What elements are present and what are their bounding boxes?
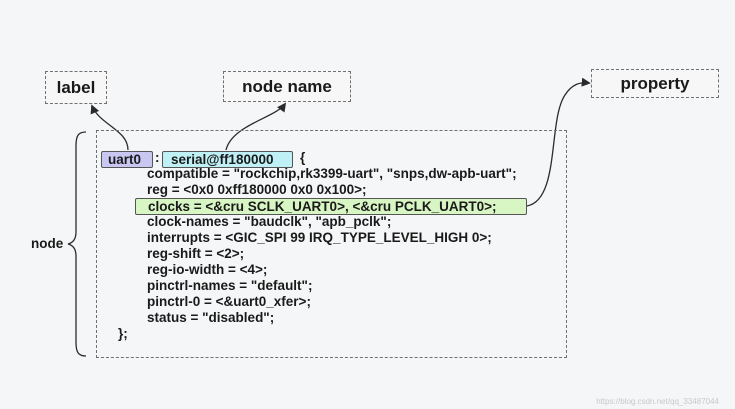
code-line-reg: reg = <0x0 0xff180000 0x0 0x100>; [147,182,367,197]
node-label: node [31,236,64,251]
label-arrow [90,104,129,151]
open-brace: { [300,150,306,165]
close-brace: }; [118,326,128,341]
node-code-block [96,130,567,358]
label-colon: : [155,150,160,165]
code-line-clocks: clocks = <&cru SCLK_UART0>, <&cru PCLK_U… [135,198,527,215]
code-line-interrupts: interrupts = <GIC_SPI 99 IRQ_TYPE_LEVEL_… [147,230,492,245]
node-name-callout: node name [223,71,351,102]
label-token: uart0 [101,151,153,168]
property-callout: property [591,69,719,98]
code-line-reg-io-width: reg-io-width = <4>; [147,262,268,277]
label-callout: label [45,71,107,104]
property-arrow [526,77,591,207]
code-line-status: status = "disabled"; [147,310,275,325]
code-line-reg-shift: reg-shift = <2>; [147,246,245,261]
code-line-pinctrl-names: pinctrl-names = "default"; [147,278,313,293]
code-line-compatible: compatible = "rockchip,rk3399-uart", "sn… [147,166,517,181]
node-name-token: serial@ff180000 [162,151,293,168]
code-line-pinctrl-0: pinctrl-0 = <&uart0_xfer>; [147,294,311,309]
node-brace [67,131,87,357]
node-name-arrow [225,102,287,151]
watermark: https://blog.csdn.net/qq_33487044 [596,397,719,406]
code-line-clock-names: clock-names = "baudclk", "apb_pclk"; [147,214,392,229]
